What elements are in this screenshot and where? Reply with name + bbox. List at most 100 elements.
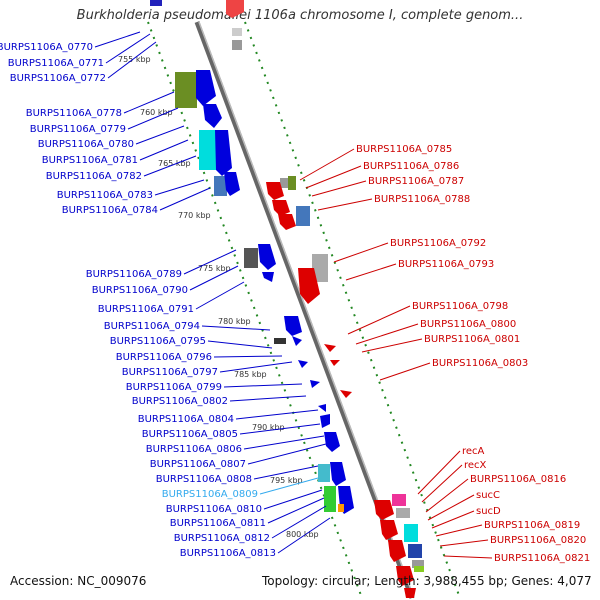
gene-arrow[interactable] xyxy=(215,130,232,176)
gene-label-left[interactable]: BURPS1106A_0779 xyxy=(30,124,126,135)
gene-label-right[interactable]: BURPS1106A_0793 xyxy=(398,259,494,270)
gene-block[interactable] xyxy=(412,560,424,568)
gene-block[interactable] xyxy=(288,176,296,190)
gene-block[interactable] xyxy=(244,248,258,268)
gene-label-left[interactable]: BURPS1106A_0770 xyxy=(0,42,93,53)
gene-label-right[interactable]: recA xyxy=(462,446,485,457)
gene-arrow[interactable] xyxy=(226,0,244,18)
gene-block[interactable] xyxy=(296,206,310,226)
gene-arrow[interactable] xyxy=(318,404,326,412)
gene-label-right[interactable]: BURPS1106A_0787 xyxy=(368,176,464,187)
gene-label-left[interactable]: BURPS1106A_0778 xyxy=(26,108,122,119)
gene-label-left[interactable]: BURPS1106A_0813 xyxy=(180,548,276,559)
gene-arrow[interactable] xyxy=(262,272,274,282)
gene-label-right[interactable]: recX xyxy=(464,460,487,471)
gene-label-left[interactable]: BURPS1106A_0782 xyxy=(46,171,142,182)
gene-label-right[interactable]: sucD xyxy=(476,506,501,517)
gene-arrow[interactable] xyxy=(203,104,222,128)
gene-block[interactable] xyxy=(312,254,328,282)
gene-label-left[interactable]: BURPS1106A_0812 xyxy=(174,533,270,544)
gene-arrow[interactable] xyxy=(298,268,320,304)
gene-label-left[interactable]: BURPS1106A_0772 xyxy=(10,73,106,84)
gene-arrow[interactable] xyxy=(324,432,340,452)
gene-label-left[interactable]: BURPS1106A_0802 xyxy=(132,396,228,407)
gene-label-right[interactable]: BURPS1106A_0800 xyxy=(420,319,516,330)
gene-arrow[interactable] xyxy=(266,182,284,200)
gene-label-right[interactable]: BURPS1106A_0819 xyxy=(484,520,580,531)
gene-label-right[interactable]: BURPS1106A_0821 xyxy=(494,553,590,564)
gene-block[interactable] xyxy=(232,40,242,50)
gene-label-left[interactable]: BURPS1106A_0809 xyxy=(162,489,258,500)
gene-arrow[interactable] xyxy=(404,588,416,598)
gene-arrow[interactable] xyxy=(330,462,346,486)
leader-line xyxy=(311,180,367,197)
gene-arrow[interactable] xyxy=(196,70,216,106)
gene-block[interactable] xyxy=(280,178,290,188)
gene-label-left[interactable]: BURPS1106A_0783 xyxy=(57,190,153,201)
ruler: 755 kbp 760 kbp 765 kbp 770 kbp 775 kbp … xyxy=(118,55,319,539)
gene-label-right[interactable]: BURPS1106A_0785 xyxy=(356,144,452,155)
ruler-label: 760 kbp xyxy=(140,108,173,117)
gene-label-left[interactable]: BURPS1106A_0780 xyxy=(38,139,134,150)
gene-label-right[interactable]: BURPS1106A_0801 xyxy=(424,334,520,345)
gene-label-left[interactable]: BURPS1106A_0789 xyxy=(86,269,182,280)
gene-label-right[interactable]: BURPS1106A_0816 xyxy=(470,474,566,485)
gene-label-left[interactable]: BURPS1106A_0808 xyxy=(156,474,252,485)
gene-arrow[interactable] xyxy=(388,540,406,562)
gene-block[interactable] xyxy=(199,130,219,170)
gene-arrow[interactable] xyxy=(278,214,296,230)
gene-arrow[interactable] xyxy=(258,244,276,270)
gene-block[interactable] xyxy=(414,566,424,572)
gene-label-right[interactable]: BURPS1106A_0786 xyxy=(363,161,459,172)
gene-block[interactable] xyxy=(232,28,242,36)
gene-label-right[interactable]: BURPS1106A_0820 xyxy=(490,535,586,546)
gene-label-left[interactable]: BURPS1106A_0795 xyxy=(110,336,206,347)
gene-label-right[interactable]: BURPS1106A_0803 xyxy=(432,358,528,369)
gene-arrow[interactable] xyxy=(298,360,308,368)
gene-block[interactable] xyxy=(175,72,197,108)
gene-label-left[interactable]: BURPS1106A_0796 xyxy=(116,352,212,363)
gene-arrow[interactable] xyxy=(320,414,330,428)
gene-block[interactable] xyxy=(392,494,406,506)
gene-label-left[interactable]: BURPS1106A_0807 xyxy=(150,459,246,470)
gene-label-left[interactable]: BURPS1106A_0784 xyxy=(62,205,158,216)
gene-block[interactable] xyxy=(338,504,344,512)
gene-label-right[interactable]: BURPS1106A_0792 xyxy=(390,238,486,249)
gene-label-right[interactable]: BURPS1106A_0798 xyxy=(412,301,508,312)
gene-block[interactable] xyxy=(404,524,418,542)
gene-label-left[interactable]: BURPS1106A_0797 xyxy=(122,367,218,378)
gene-label-left[interactable]: BURPS1106A_0771 xyxy=(8,58,104,69)
gene-arrow[interactable] xyxy=(284,316,302,336)
gene-arrow[interactable] xyxy=(340,390,352,398)
gene-label-left[interactable]: BURPS1106A_0805 xyxy=(142,429,238,440)
gene-label-left[interactable]: BURPS1106A_0791 xyxy=(98,304,194,315)
gene-label-right[interactable]: BURPS1106A_0788 xyxy=(374,194,470,205)
gene-arrow[interactable] xyxy=(380,520,398,540)
leader-line xyxy=(183,249,237,275)
gene-arrow[interactable] xyxy=(324,344,336,352)
gene-block[interactable] xyxy=(214,176,227,196)
gene-label-left[interactable]: BURPS1106A_0811 xyxy=(170,518,266,529)
gene-arrow[interactable] xyxy=(224,172,240,196)
gene-arrow[interactable] xyxy=(310,380,320,388)
gene-label-left[interactable]: BURPS1106A_0799 xyxy=(126,382,222,393)
gene-block[interactable] xyxy=(318,464,330,482)
ruler-label: 780 kbp xyxy=(218,317,251,326)
gene-label-left[interactable]: BURPS1106A_0794 xyxy=(104,321,200,332)
gene-label-right[interactable]: sucC xyxy=(476,490,500,501)
gene-arrow[interactable] xyxy=(330,360,340,366)
gene-block[interactable] xyxy=(408,544,422,558)
gene-label-left[interactable]: BURPS1106A_0804 xyxy=(138,414,234,425)
gene-block[interactable] xyxy=(274,338,286,344)
gene-label-left[interactable]: BURPS1106A_0790 xyxy=(92,285,188,296)
gene-block[interactable] xyxy=(324,486,336,512)
gene-label-left[interactable]: BURPS1106A_0810 xyxy=(166,504,262,515)
gene-arrow[interactable] xyxy=(272,200,290,216)
gene-arrow[interactable] xyxy=(292,336,302,346)
gene-arrow[interactable] xyxy=(396,566,414,586)
gene-label-left[interactable]: BURPS1106A_0781 xyxy=(42,155,138,166)
gene-block[interactable] xyxy=(150,0,162,6)
gene-block[interactable] xyxy=(396,508,410,518)
gene-arrow[interactable] xyxy=(374,500,394,520)
gene-label-left[interactable]: BURPS1106A_0806 xyxy=(146,444,242,455)
